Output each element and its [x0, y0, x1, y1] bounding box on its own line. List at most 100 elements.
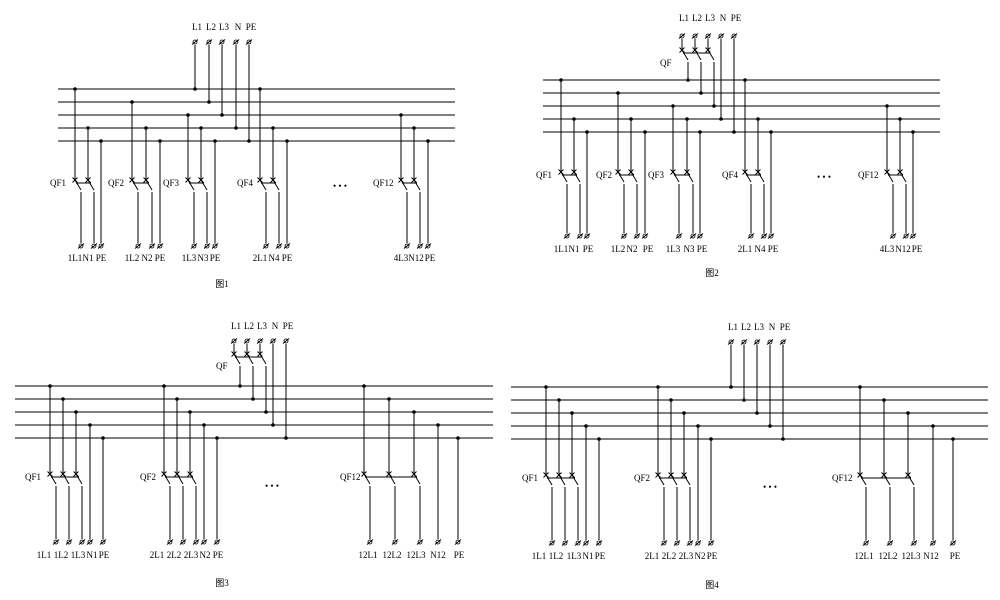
output-label: 4L3	[880, 244, 895, 254]
breaker-label: QF4	[237, 178, 254, 188]
cross-mark	[161, 471, 167, 477]
figure-caption: 图1	[215, 279, 229, 289]
terminal-slash	[694, 540, 702, 546]
output-label: N1	[87, 550, 98, 560]
output-label: N3	[684, 244, 695, 254]
terminal-slash	[730, 33, 738, 39]
ellipsis-dots: • • •	[817, 172, 831, 182]
cross-mark	[558, 169, 564, 175]
output-label: N1	[569, 244, 580, 254]
cross-mark	[628, 169, 634, 175]
terminal-slash	[192, 539, 200, 545]
terminal-slash	[747, 233, 755, 239]
supply-label: PE	[731, 13, 742, 23]
output-label: N1	[583, 551, 594, 561]
terminal-slash	[678, 33, 686, 39]
terminal-slash	[620, 233, 628, 239]
terminal-slash	[179, 539, 187, 545]
cross-mark	[244, 351, 250, 357]
cross-mark	[556, 472, 562, 478]
cross-mark	[884, 169, 890, 175]
breaker-label: QF3	[163, 178, 180, 188]
output-label: 12L2	[383, 550, 402, 560]
terminal-slash	[97, 243, 105, 249]
terminal-slash	[275, 243, 283, 249]
output-label: 2L1	[150, 550, 165, 560]
output-label: PE	[912, 244, 923, 254]
terminal-slash	[929, 540, 937, 546]
terminal-slash	[156, 243, 164, 249]
junction-dot	[271, 423, 275, 427]
terminal-slash	[660, 540, 668, 546]
cross-mark	[60, 471, 66, 477]
supply-label: L3	[754, 322, 764, 332]
output-label: 2L3	[184, 550, 199, 560]
breaker-label: QF12	[340, 472, 361, 482]
output-label: 2L1	[738, 244, 753, 254]
output-label: 2L2	[167, 550, 182, 560]
cross-mark	[881, 472, 887, 478]
output-label: N12	[408, 253, 424, 263]
junction-dot	[742, 398, 746, 402]
breaker-label: QF12	[832, 473, 853, 483]
cross-mark	[198, 177, 204, 183]
terminal-slash	[766, 339, 774, 345]
cross-mark	[755, 169, 761, 175]
terminal-slash	[673, 540, 681, 546]
junction-dot	[238, 384, 242, 388]
terminal-slash	[561, 540, 569, 546]
output-label: 12L1	[359, 550, 378, 560]
output-label: N1	[83, 253, 94, 263]
junction-dot	[699, 91, 703, 95]
cross-mark	[411, 471, 417, 477]
cross-mark	[857, 472, 863, 478]
breaker-label: QF1	[25, 472, 41, 482]
output-label: N2	[627, 244, 638, 254]
cross-mark	[270, 177, 276, 183]
terminal-slash	[704, 33, 712, 39]
output-label: PE	[595, 551, 606, 561]
cross-mark	[386, 471, 392, 477]
terminal-slash	[65, 539, 73, 545]
terminal-slash	[707, 540, 715, 546]
terminal-slash	[633, 233, 641, 239]
output-label: N12	[430, 550, 446, 560]
terminal-slash	[574, 540, 582, 546]
output-label: 2L1	[645, 551, 660, 561]
terminal-slash	[190, 243, 198, 249]
output-label: 2L3	[679, 551, 694, 561]
supply-label: N	[720, 13, 727, 23]
breaker-label: QF12	[373, 178, 394, 188]
cross-mark	[187, 471, 193, 477]
breaker-label: QF2	[634, 473, 650, 483]
terminal-slash	[902, 233, 910, 239]
main-breaker-label: QF	[660, 58, 672, 68]
output-label: PE	[454, 550, 465, 560]
cross-mark	[47, 471, 53, 477]
output-label: 2L2	[662, 551, 677, 561]
terminal-slash	[889, 233, 897, 239]
terminal-slash	[245, 39, 253, 45]
output-label: 1L3	[71, 550, 86, 560]
terminal-slash	[416, 539, 424, 545]
terminal-slash	[717, 33, 725, 39]
output-label: 1L1	[532, 551, 547, 561]
terminal-slash	[675, 233, 683, 239]
terminal-slash	[949, 540, 957, 546]
figure-caption: 图4	[705, 580, 719, 590]
supply-label: L2	[244, 321, 254, 331]
terminal-slash	[77, 243, 85, 249]
terminal-slash	[641, 233, 649, 239]
output-label: 1L3	[567, 551, 582, 561]
output-label: 12L1	[855, 551, 874, 561]
terminal-slash	[262, 243, 270, 249]
